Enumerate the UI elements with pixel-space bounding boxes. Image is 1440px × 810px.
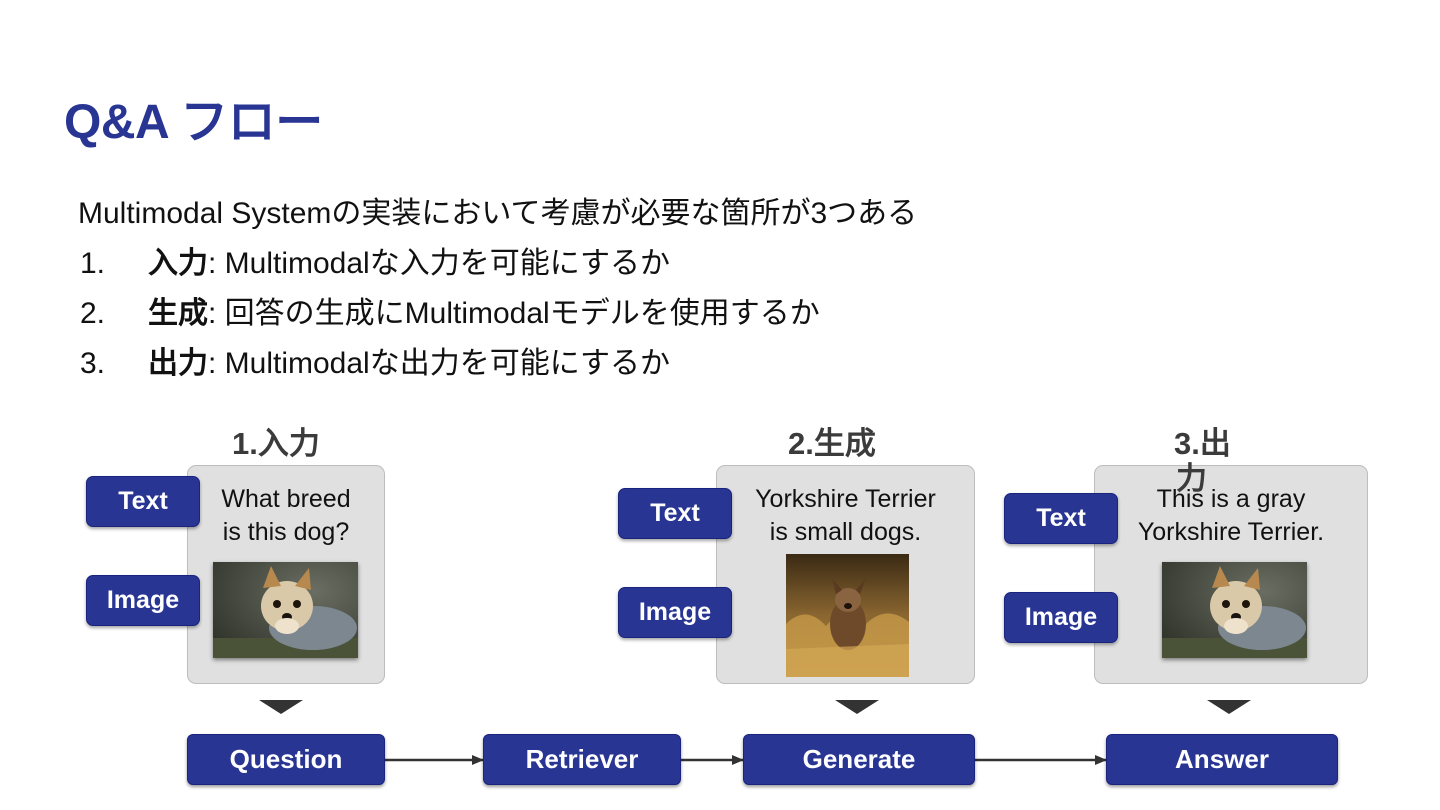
flow-step-question: Question: [187, 734, 385, 785]
output-image-chip: Image: [1004, 592, 1118, 643]
flow-step-answer: Answer: [1106, 734, 1338, 785]
list-number: 3.: [80, 347, 106, 380]
generate-text-chip: Text: [618, 488, 732, 539]
list-text: : Multimodalな出力を可能にするか: [208, 347, 671, 380]
list-number: 2.: [80, 297, 106, 330]
input-image-chip: Image: [86, 575, 200, 626]
output-text-line2: Yorkshire Terrier.: [1137, 518, 1325, 546]
flow-step-retriever: Retriever: [483, 734, 681, 785]
list-number: 1.: [80, 247, 106, 280]
section-title-output-line1: 3.出: [1174, 426, 1231, 461]
section-title-generate: 2.生成: [788, 426, 876, 461]
list-item-output: 3. 出力: Multimodalな出力を可能にするか: [80, 338, 670, 382]
list-text: : Multimodalな入力を可能にするか: [208, 247, 671, 280]
down-triangle-icon: [1207, 700, 1251, 714]
flow-step-generate: Generate: [743, 734, 975, 785]
list-keyword: 生成: [148, 297, 208, 330]
list-item-generate: 2. 生成: 回答の生成にMultimodalモデルを使用するか: [80, 288, 820, 332]
section-title-output-line2: 力: [1176, 461, 1207, 496]
intro-text: Multimodal Systemの実装において考慮が必要な箇所が3つある: [78, 197, 918, 230]
list-keyword: 出力: [148, 347, 208, 380]
input-question-line2: is this dog?: [222, 518, 350, 546]
down-triangle-icon: [835, 700, 879, 714]
slide-title: Q&A フロー: [64, 96, 323, 149]
yorkshire-terrier-photo: [1162, 562, 1307, 658]
down-triangle-icon: [259, 700, 303, 714]
output-text-chip: Text: [1004, 493, 1118, 544]
list-text: : 回答の生成にMultimodalモデルを使用するか: [208, 297, 820, 330]
generate-image-chip: Image: [618, 587, 732, 638]
yorkshire-terrier-photo: [213, 562, 358, 658]
list-item-input: 1. 入力: Multimodalな入力を可能にするか: [80, 238, 670, 282]
running-dog-photo: [786, 554, 909, 677]
generate-text-line2: is small dogs.: [769, 518, 922, 546]
output-text-line1: This is a gray: [1156, 485, 1306, 513]
generate-text-line1: Yorkshire Terrier: [755, 485, 936, 513]
section-title-input: 1.入力: [232, 426, 320, 461]
input-question-line1: What breed: [221, 485, 351, 513]
list-keyword: 入力: [148, 247, 208, 280]
input-text-chip: Text: [86, 476, 200, 527]
